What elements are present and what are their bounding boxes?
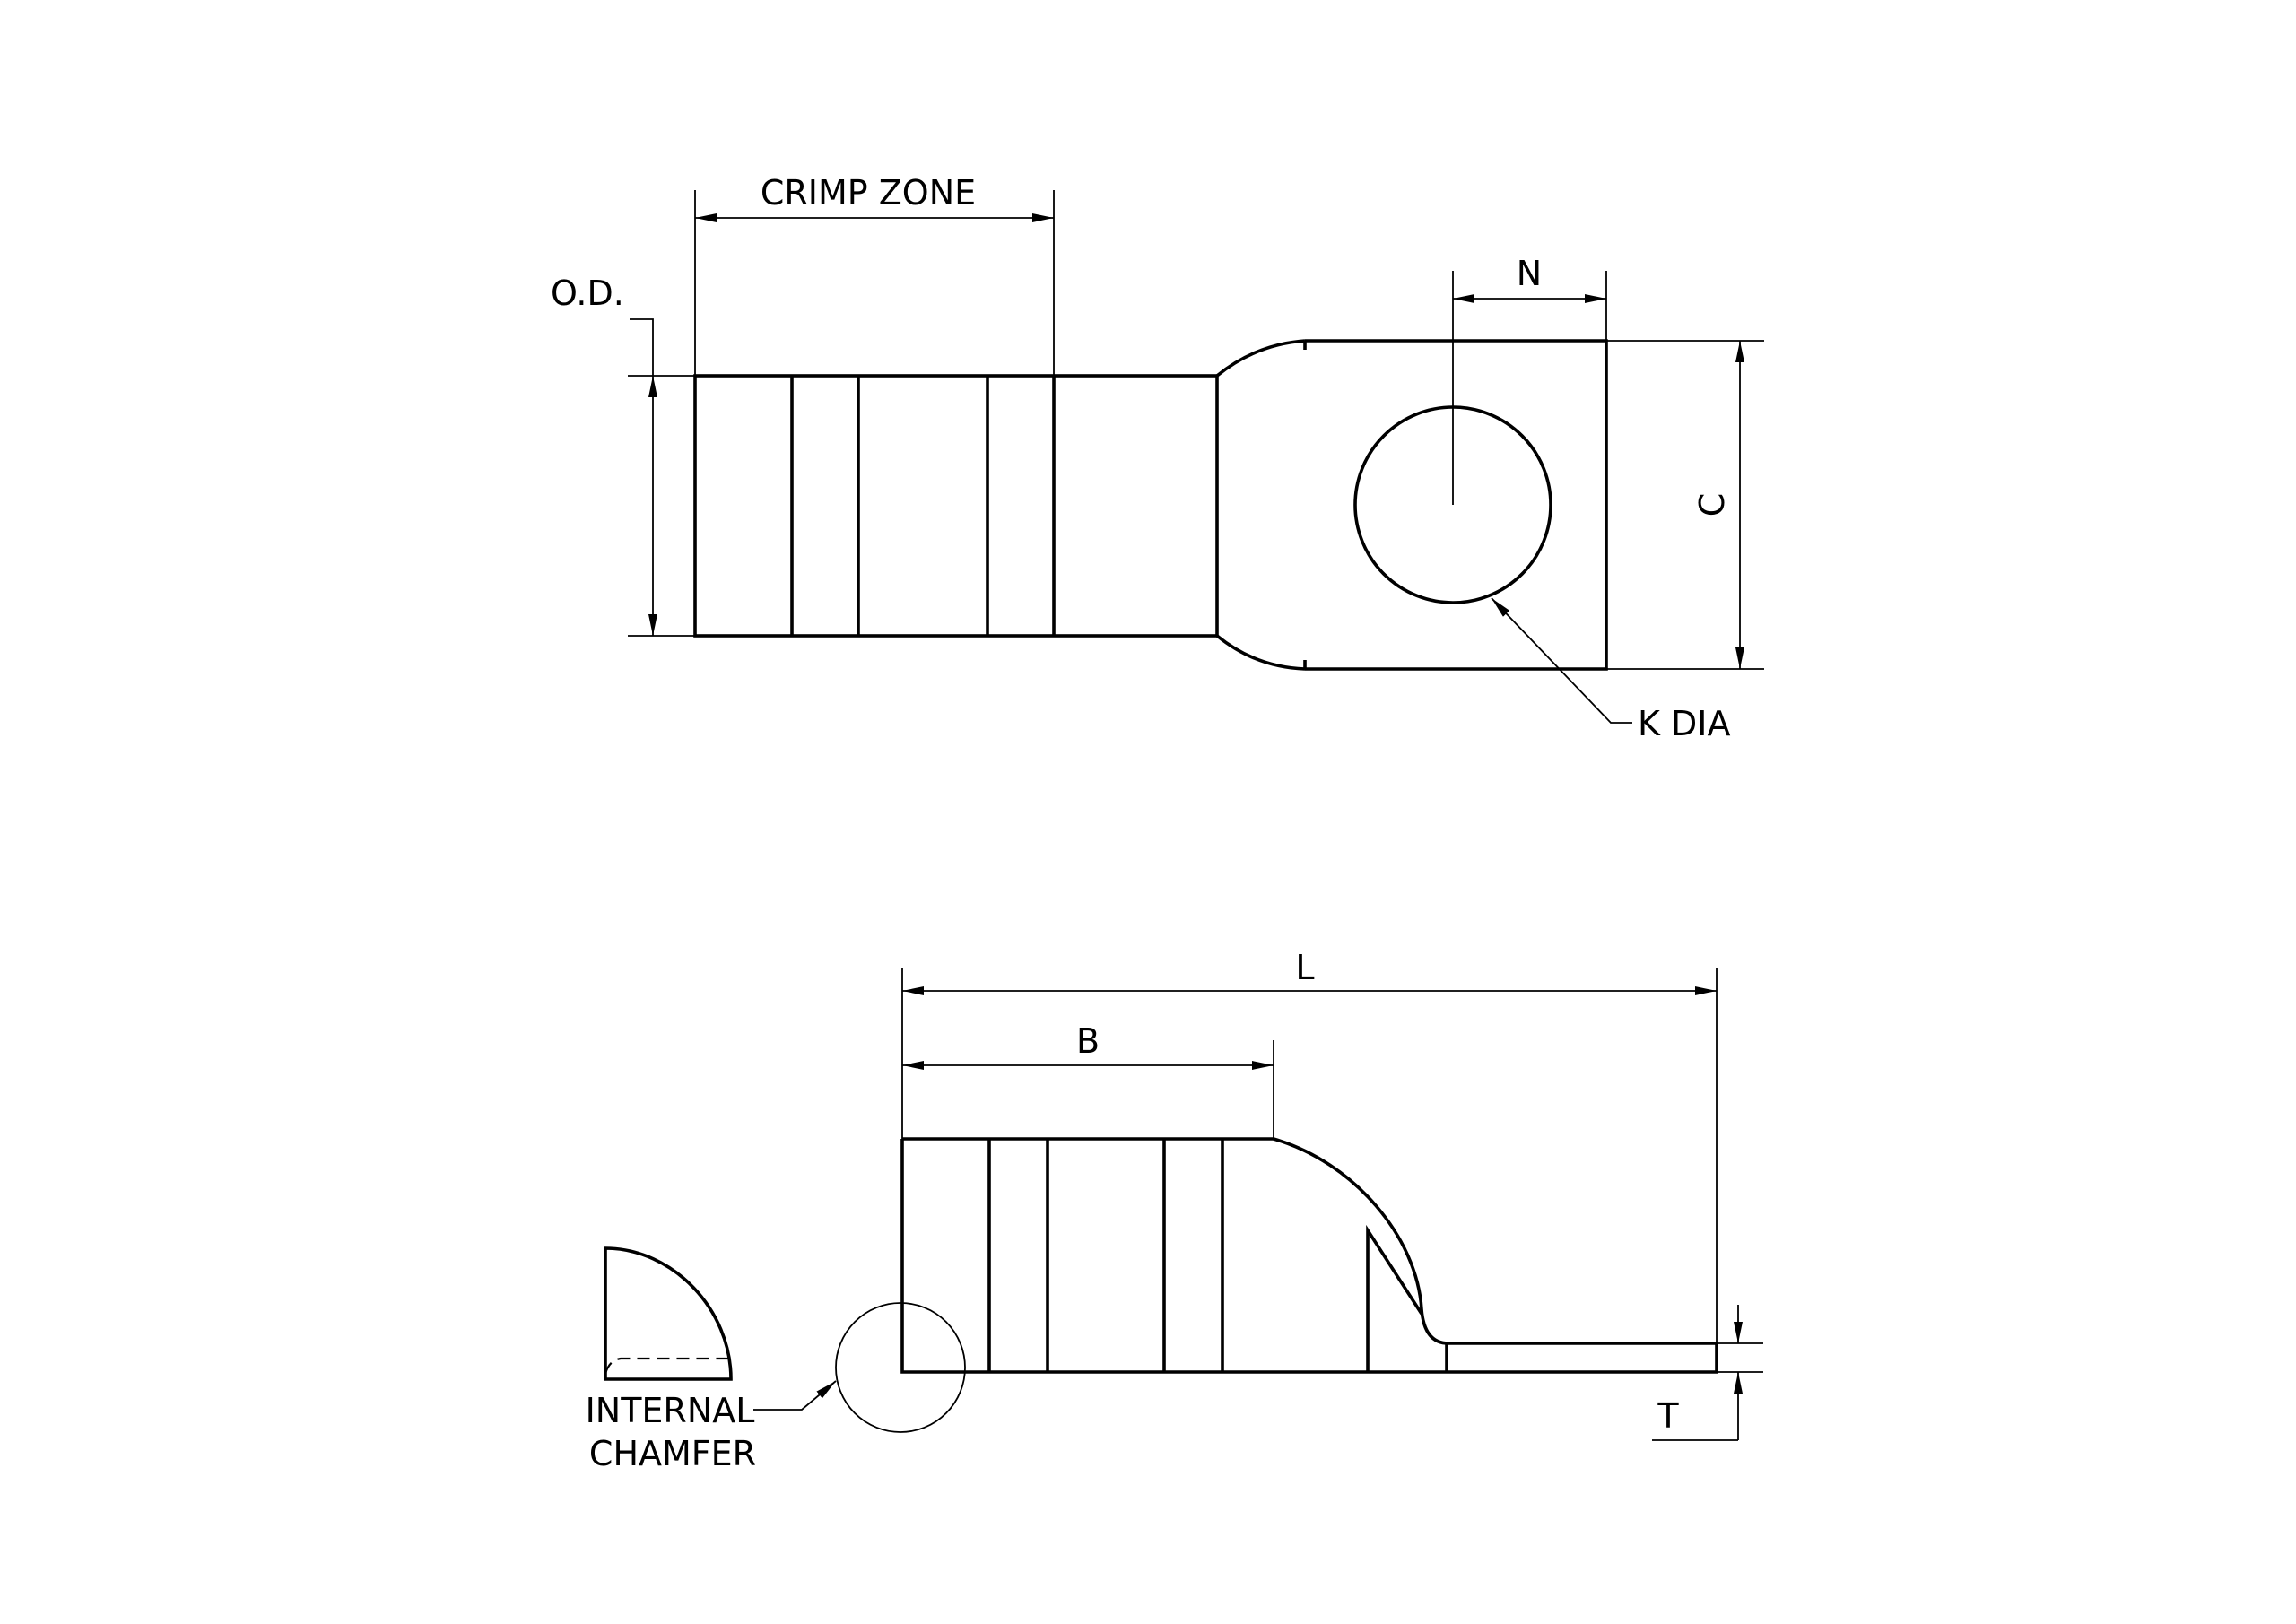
- b-label: B: [1076, 1021, 1100, 1061]
- od-label: O.D.: [551, 274, 624, 313]
- palm-outline: [1305, 339, 1608, 671]
- l-label: L: [1295, 948, 1314, 987]
- transition-bottom: [1215, 634, 1306, 671]
- internal-label: INTERNAL: [586, 1391, 755, 1430]
- t-label: T: [1657, 1396, 1679, 1436]
- c-label: C: [1692, 493, 1732, 517]
- chamfer-dashed-line: [604, 1357, 728, 1375]
- side-view: L B T INTERNAL CHAMFER: [586, 948, 1763, 1473]
- inner-bend: [1366, 1224, 1423, 1372]
- neck-curve: [1273, 1137, 1449, 1345]
- chamfer-detail-shape: [604, 1246, 733, 1381]
- barrel-side-outline: [900, 1137, 1447, 1374]
- k-dia-leader: [1491, 597, 1632, 724]
- chamfer-leader: [753, 1380, 837, 1411]
- crimp-zone-label: CRIMP ZONE: [761, 173, 976, 213]
- palm-side: [1447, 1342, 1718, 1374]
- od-leader: [630, 318, 654, 376]
- barrel-outline: [693, 374, 1219, 638]
- n-label: N: [1517, 254, 1542, 293]
- top-view: CRIMP ZONE O.D. N C K DIA: [551, 173, 1764, 743]
- chamfer-detail-circle: [835, 1302, 966, 1433]
- chamfer-label: CHAMFER: [589, 1434, 756, 1473]
- transition-top: [1215, 339, 1306, 378]
- k-dia-label: K DIA: [1638, 704, 1730, 743]
